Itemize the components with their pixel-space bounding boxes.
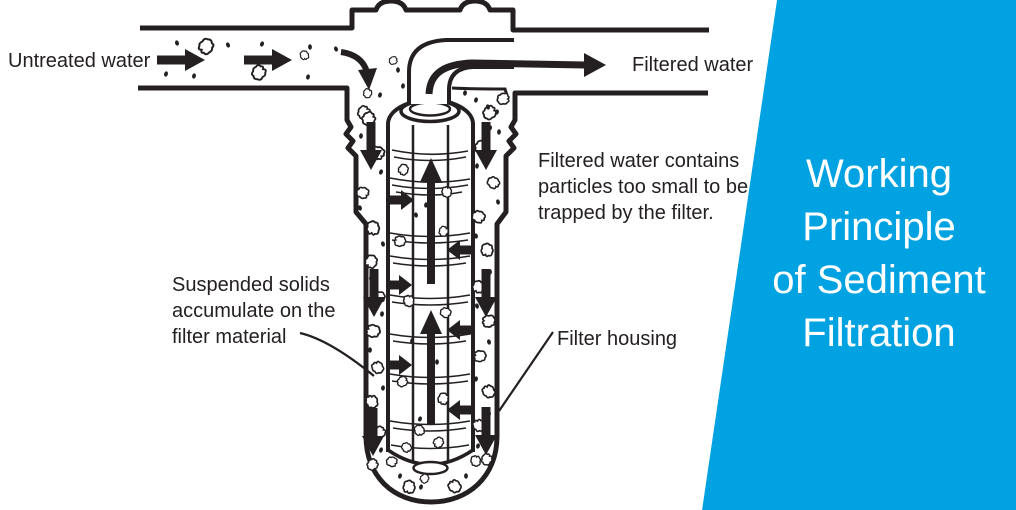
filtered-out-arrowhead (584, 53, 606, 77)
riser-elbow-fill (409, 40, 514, 104)
untreated-flow-arrow (244, 49, 292, 71)
cartridge-core-tube (411, 125, 450, 462)
junction-down-arrow (340, 49, 370, 74)
filtered-particles-note: Filtered water contains particles too sm… (538, 150, 749, 224)
core-bottom-opening (412, 460, 449, 476)
filter-cartridge (386, 38, 514, 476)
inflow-arrow (389, 190, 414, 210)
filtered-out-arrow (425, 59, 586, 95)
inflow-arrow (387, 275, 412, 295)
riser-elbow-outer-wall (407, 38, 514, 104)
filter-housing-leader (498, 331, 554, 412)
sediment-particles (195, 35, 512, 497)
housing-outline (138, 85, 708, 505)
leader-lines (299, 331, 554, 412)
junction-down-arrowhead (358, 68, 377, 90)
filtered-water-label: Filtered water (632, 54, 754, 76)
pipes-and-housing (138, 0, 709, 505)
suspended-solids-note: Suspended solids accumulate on the filte… (172, 274, 336, 348)
riser-elbow-inner-wall (447, 65, 514, 104)
untreated-water-label: Untreated water (8, 50, 151, 72)
curved-flow-arrows (340, 49, 606, 95)
cap-collar-inner (408, 101, 452, 117)
pipe-top-outline (140, 0, 709, 33)
filter-housing-label: Filter housing (557, 328, 678, 350)
suspended-solids-leader (299, 331, 375, 377)
inflow-arrow (447, 400, 472, 420)
head-shoulder (451, 86, 510, 100)
core-upflow-arrow (420, 310, 442, 424)
downflow-arrow (360, 122, 382, 170)
inflow-arrow (387, 355, 412, 375)
panel-title: Working Principle of Sediment Filtration (772, 152, 986, 355)
untreated-flow-arrow (157, 49, 205, 71)
